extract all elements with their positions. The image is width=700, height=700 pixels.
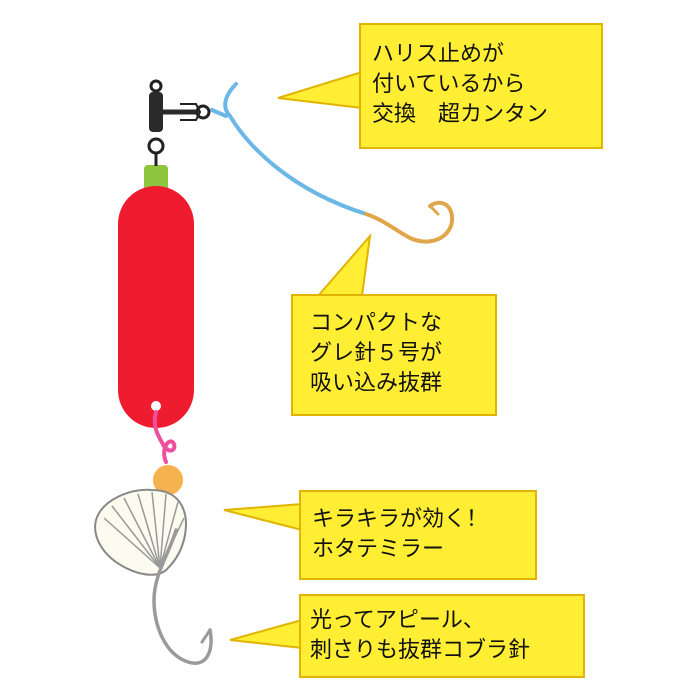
callout-treble-pointer <box>229 618 303 650</box>
silver-hook <box>152 528 213 665</box>
callout-treble-box <box>299 594 585 678</box>
pink-link <box>152 410 177 464</box>
float-body <box>118 186 194 428</box>
callout-hook-line-3: 吸い込み抜群 <box>310 371 443 396</box>
callout-mirror-text: キラキラが効く！ ホタテミラー <box>312 505 488 565</box>
callout-swivel-line-2: 付いているから <box>372 72 526 97</box>
silver-hook-barb <box>200 628 212 644</box>
callout-treble <box>229 594 585 678</box>
callout-hook <box>291 232 497 416</box>
swivel-body <box>149 92 163 132</box>
callout-hook-line-1: コンパクトな <box>310 311 443 336</box>
callout-hook-pointer <box>315 232 372 297</box>
callout-hook-line-2: グレ針５号が <box>310 341 443 366</box>
swivel-snap <box>180 103 202 121</box>
callout-swivel-pointer <box>277 70 363 110</box>
gold-hook <box>364 200 455 244</box>
callout-hook-box <box>291 294 497 416</box>
swivel-bottom-eye <box>147 137 165 155</box>
callout-mirror-box <box>299 490 537 580</box>
callout-treble-line-1: 光ってアピール、 <box>310 608 485 633</box>
callout-mirror <box>223 490 537 580</box>
orange-bead <box>153 465 183 495</box>
callout-swivel-text: ハリス止めが 付いているから 交換 超カンタン <box>372 40 548 130</box>
scallop-mirror <box>94 488 187 576</box>
float-eye <box>151 401 161 411</box>
swivel-top-eye <box>149 79 163 93</box>
callout-mirror-pointer <box>223 502 303 532</box>
callout-swivel <box>277 23 603 149</box>
swivel-side-eye <box>195 104 211 120</box>
callout-treble-text: 光ってアピール、 刺さりも抜群コブラ針 <box>310 606 530 666</box>
leader-line-tag <box>210 108 228 118</box>
leader-line <box>223 82 368 216</box>
gold-hook-barb <box>428 204 440 216</box>
callout-hook-text: コンパクトな グレ針５号が 吸い込み抜群 <box>310 309 442 399</box>
callout-mirror-line-1: キラキラが効く！ <box>312 507 489 532</box>
callout-swivel-line-3: 交換 超カンタン <box>372 102 549 127</box>
callout-treble-line-2: 刺さりも抜群コブラ針 <box>310 638 531 663</box>
swivel <box>147 79 211 155</box>
float-cap <box>144 165 168 191</box>
callout-swivel-line-1: ハリス止めが <box>372 42 505 67</box>
callout-swivel-box <box>359 23 603 149</box>
callout-mirror-line-2: ホタテミラー <box>312 537 445 562</box>
